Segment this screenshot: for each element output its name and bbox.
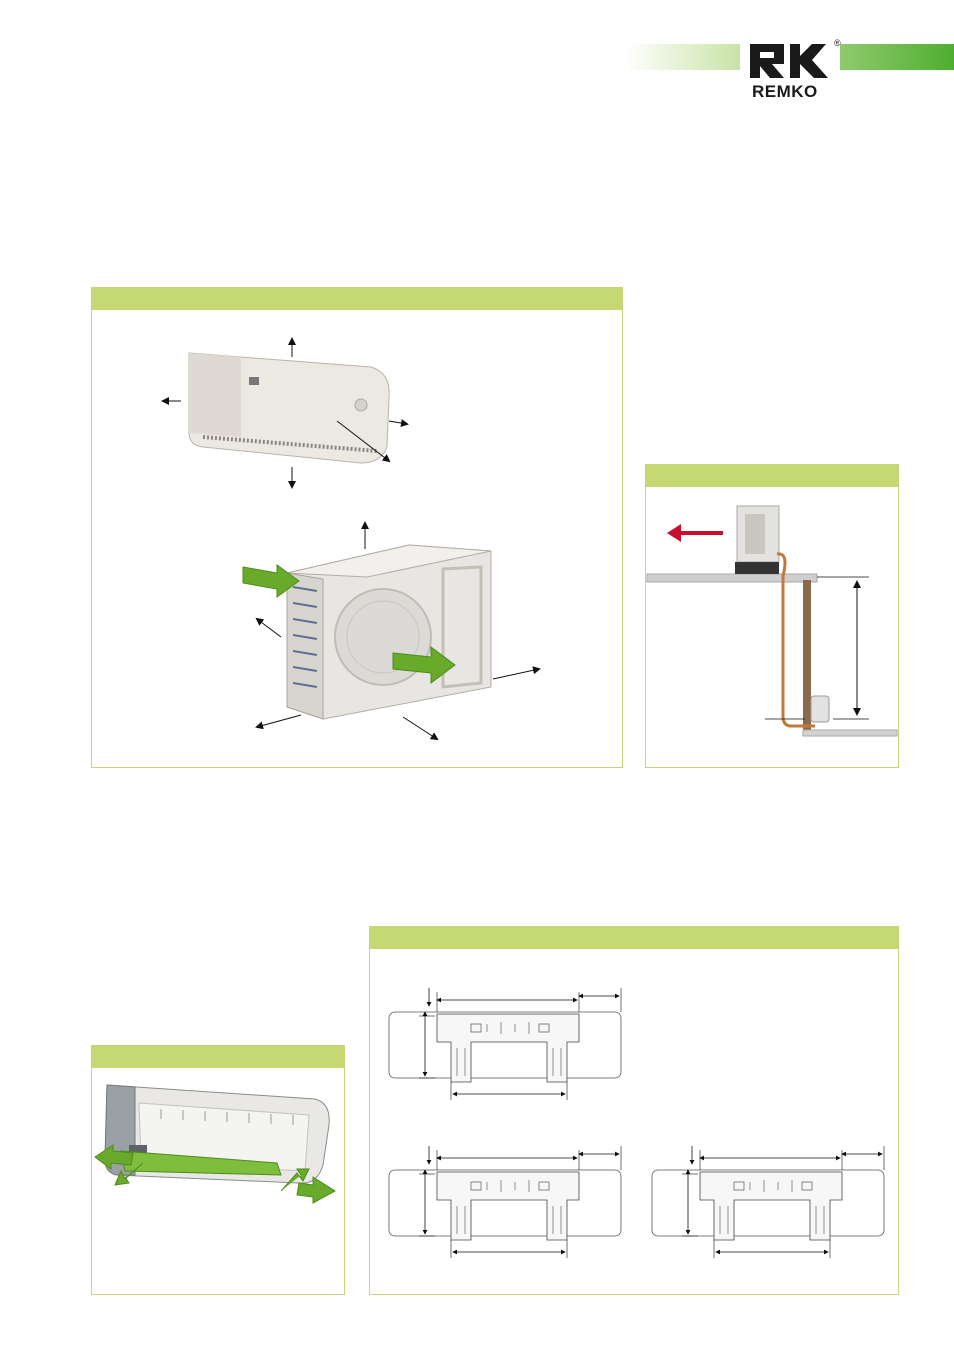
logo: ® REMKO <box>740 38 841 106</box>
logo-trademark: ® <box>834 38 841 48</box>
header: ® REMKO <box>0 0 954 110</box>
logo-wordmark: REMKO <box>752 82 818 101</box>
mounting-plate-variant-2 <box>389 1146 621 1258</box>
mounting-plate-drawings <box>369 926 899 1295</box>
panel-header-bar <box>646 465 898 487</box>
panel-header-bar <box>92 1046 344 1068</box>
remko-emblem-icon <box>750 44 828 78</box>
panel-header-bar <box>92 288 622 310</box>
mounting-plate-variant-1 <box>389 988 621 1100</box>
indoor-unit-illustration <box>161 337 541 741</box>
condensate-drain-illustration <box>646 505 898 737</box>
indoor-airflow-illustration <box>94 1084 336 1204</box>
panel-header-bar <box>370 927 898 949</box>
mounting-plate-variant-3 <box>652 1146 884 1258</box>
